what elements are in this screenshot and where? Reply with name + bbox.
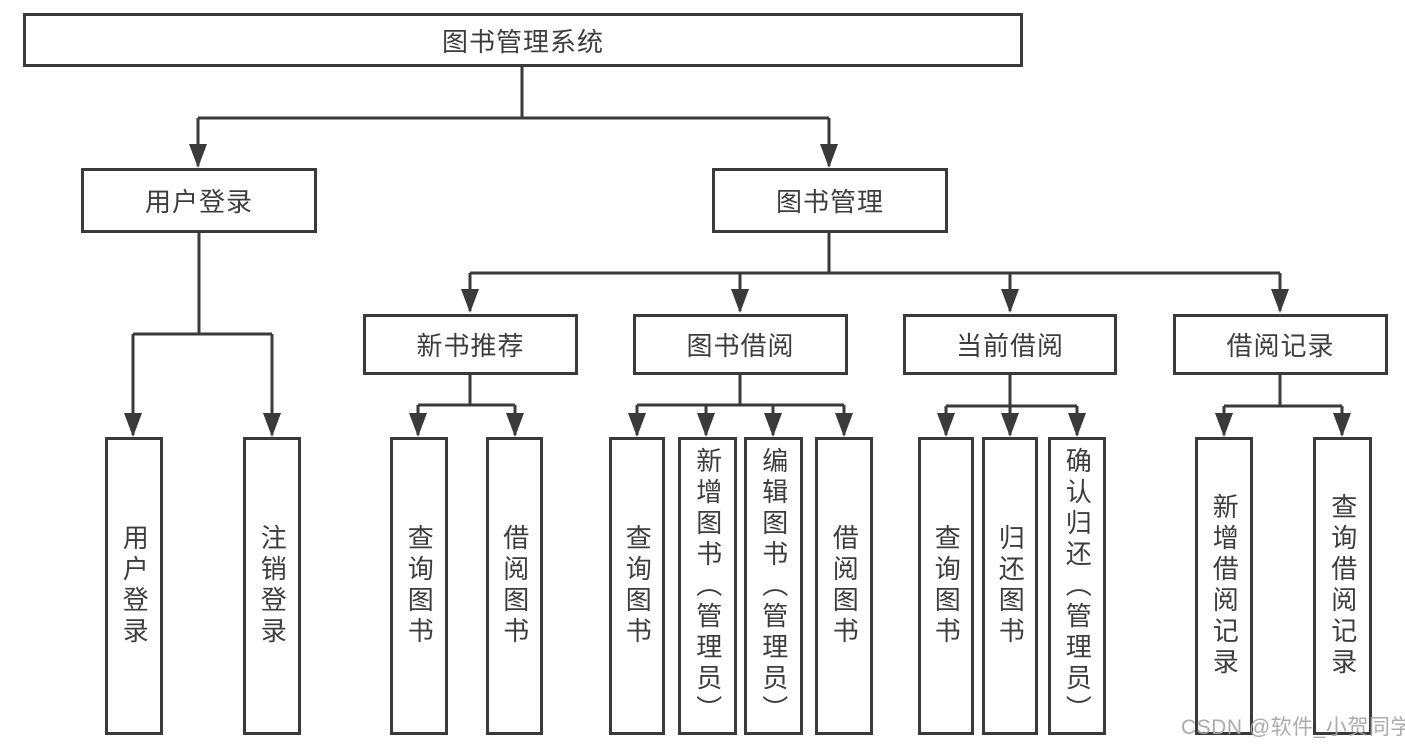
leaf-query-books-2: 查询图书 [609, 437, 665, 735]
leaf-query-books-3: 查询图书 [918, 437, 974, 735]
connector-lines [131, 67, 1344, 435]
leaf-add-borrow-record: 新增借阅记录 [1195, 437, 1253, 735]
leaf-return-books: 归还图书 [982, 437, 1038, 735]
leaf-borrow-books-1: 借阅图书 [486, 437, 543, 735]
node-borrowing-records: 借阅记录 [1173, 314, 1388, 375]
leaf-query-borrow-record: 查询借阅记录 [1313, 437, 1372, 735]
node-library-management-system: 图书管理系统 [23, 13, 1023, 67]
leaf-user-login: 用户登录 [105, 437, 163, 735]
leaf-confirm-return-admin: 确认归还（管理员） [1048, 437, 1106, 735]
node-new-book-recommendation: 新书推荐 [363, 314, 578, 375]
arrowheads [124, 144, 1351, 437]
leaf-logout: 注销登录 [243, 437, 301, 735]
csdn-watermark: CSDN @软件_小贺同学 [1181, 716, 1405, 739]
leaf-borrow-books-2: 借阅图书 [815, 437, 873, 735]
leaf-query-books-1: 查询图书 [390, 437, 448, 735]
node-book-management-branch: 图书管理 [712, 168, 948, 233]
node-current-borrowing: 当前借阅 [903, 314, 1117, 375]
leaf-add-books-admin: 新增图书（管理员） [678, 437, 737, 735]
node-user-login-branch: 用户登录 [81, 168, 317, 233]
leaf-edit-books-admin: 编辑图书（管理员） [744, 437, 803, 735]
node-book-borrowing: 图书借阅 [633, 314, 848, 375]
